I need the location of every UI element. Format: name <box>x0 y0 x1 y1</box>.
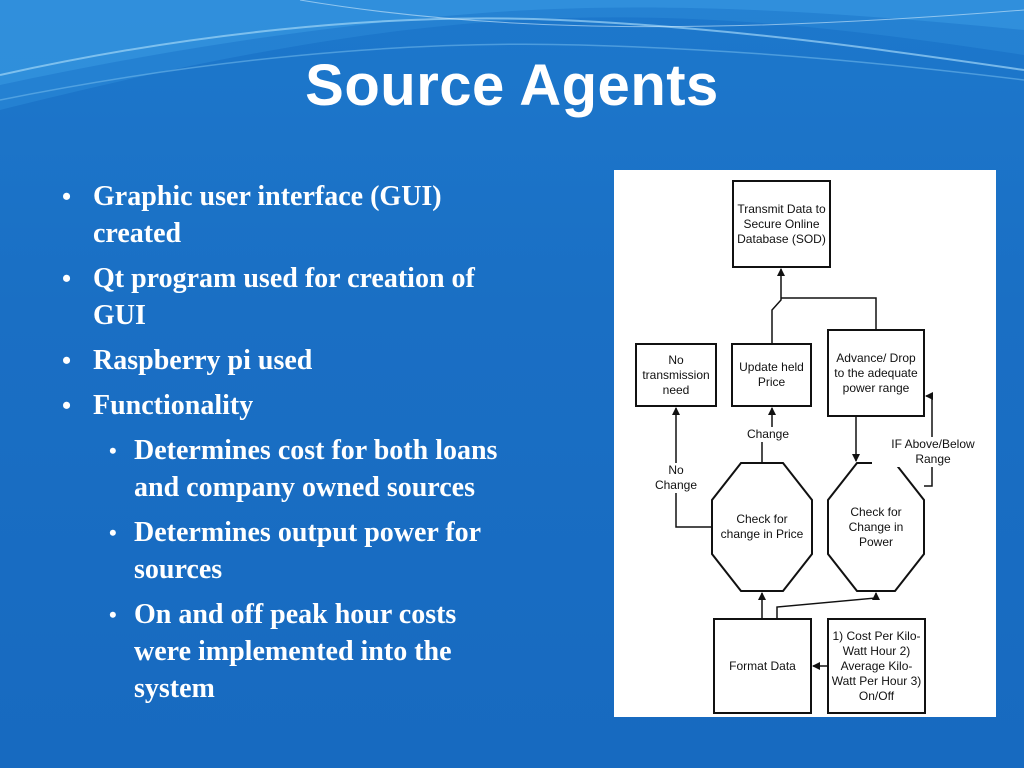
bullet-item: Raspberry pi used <box>60 342 520 379</box>
node-check-power-shape <box>827 462 925 592</box>
edge-label-range: IF Above/Below Range <box>872 437 994 467</box>
edge-label-no-change: No Change <box>652 463 700 493</box>
node-advance-drop-shape <box>827 329 925 417</box>
bullet-item: Graphic user interface (GUI) created <box>60 178 520 252</box>
edge-price-no-change <box>672 407 712 528</box>
sub-bullet-text: Determines output power for sources <box>134 517 481 585</box>
sub-bullet-item: On and off peak hour costs were implemen… <box>93 596 520 707</box>
node-check-power: Check for Change in Power <box>848 504 904 549</box>
sub-bullet-text: Determines cost for both loans and compa… <box>134 435 498 503</box>
bullet-item: Qt program used for creation of GUI <box>60 260 520 334</box>
bullet-item: Functionality Determines cost for both l… <box>60 387 520 707</box>
node-update-price: Update held Price <box>739 360 804 389</box>
node-check-price-shape <box>711 462 813 592</box>
bullet-text: Graphic user interface (GUI) created <box>93 181 442 249</box>
slide-title: Source Agents <box>305 53 719 118</box>
node-format-data: Format Data <box>729 658 796 673</box>
flowchart-diagram: Transmit Data to Secure Online Database … <box>614 170 996 717</box>
sub-bullet-item: Determines output power for sources <box>93 514 520 588</box>
edge-label-change: Change <box>740 427 796 442</box>
node-advance-drop: Advance/ Drop to the adequate power rang… <box>834 350 918 395</box>
bullet-text: Qt program used for creation of GUI <box>93 263 475 331</box>
edge-advance-to-transmit <box>781 297 877 330</box>
node-no-transmission: No transmission need <box>642 352 710 397</box>
edge-format-to-check-power <box>776 592 880 619</box>
bullet-list: Graphic user interface (GUI) created Qt … <box>60 178 520 715</box>
node-transmit: Transmit Data to Secure Online Database … <box>737 201 826 246</box>
node-update-price-shape <box>731 343 812 407</box>
edge-update-to-transmit <box>771 268 785 344</box>
node-inputs-shape <box>827 618 926 714</box>
sub-bullet-list: Determines cost for both loans and compa… <box>93 432 520 707</box>
node-inputs: 1) Cost Per Kilo-Watt Hour 2) Average Ki… <box>831 628 922 703</box>
node-no-transmission-shape <box>635 343 717 407</box>
node-check-price: Check for change in Price <box>720 512 804 541</box>
bullet-text: Raspberry pi used <box>93 345 313 376</box>
background-waves <box>0 0 1024 110</box>
node-transmit-shape <box>732 180 831 268</box>
bullet-text: Functionality <box>93 390 254 421</box>
sub-bullet-text: On and off peak hour costs were implemen… <box>134 599 457 704</box>
flowchart-graphics <box>635 180 933 714</box>
sub-bullet-item: Determines cost for both loans and compa… <box>93 432 520 506</box>
